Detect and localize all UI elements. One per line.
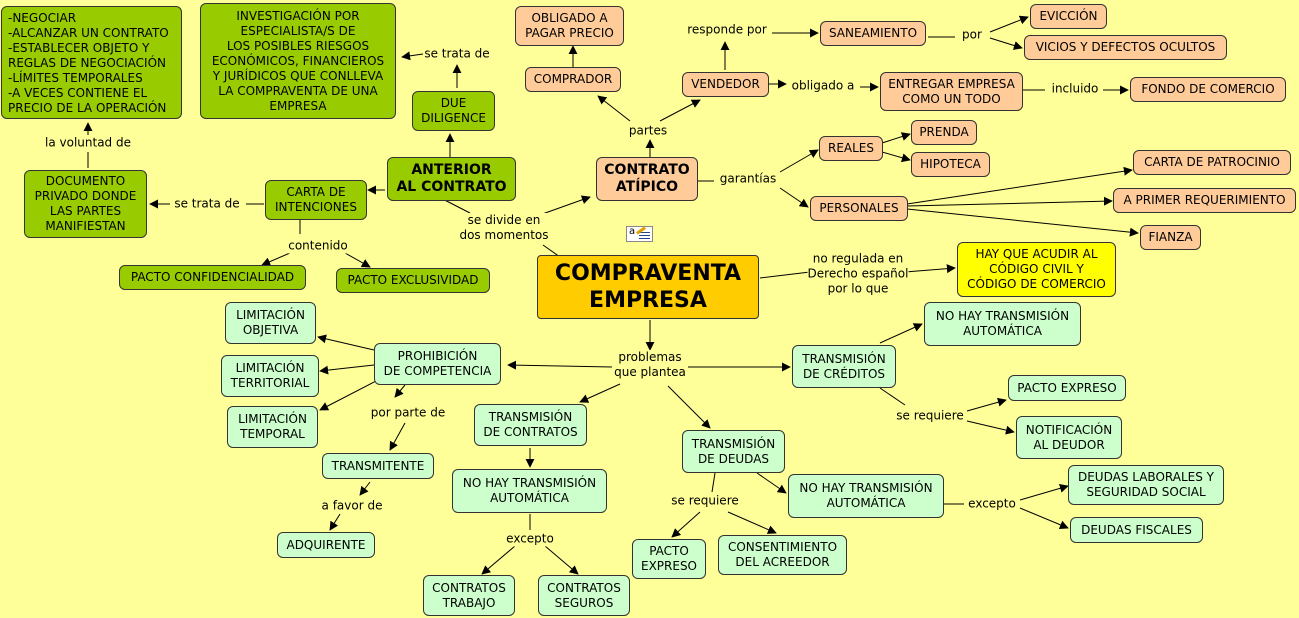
node-carta-patrocinio[interactable]: CARTA DE PATROCINIO [1133,150,1291,175]
link-label-se-requiere: se requiere [896,408,964,424]
node-no-transmision-contratos[interactable]: NO HAY TRANSMISIÓN AUTOMÁTICA [452,469,607,513]
node-consentimiento-acreedor[interactable]: CONSENTIMIENTO DEL ACREEDOR [718,535,847,575]
link-label-excepto: excepto [968,496,1016,512]
node-no-transmision-creditos[interactable]: NO HAY TRANSMISIÓN AUTOMÁTICA [924,302,1081,346]
node-no-transmision-deudas[interactable]: NO HAY TRANSMISIÓN AUTOMÁTICA [788,474,944,518]
node-prenda[interactable]: PRENDA [911,120,977,145]
link-label-se-requiere: se requiere [671,493,739,509]
node-obligado-pagar-precio[interactable]: OBLIGADO A PAGAR PRECIO [515,6,624,46]
node-transmision-deudas[interactable]: TRANSMISIÓN DE DEUDAS [682,430,785,473]
link-label-contenido: contenido [288,238,348,254]
link-label-responde-por: responde por [687,22,767,38]
node-documento-privado[interactable]: DOCUMENTO PRIVADO DONDE LAS PARTES MANIF… [24,170,147,238]
node-reales[interactable]: REALES [819,136,883,161]
node-limitacion-territorial[interactable]: LIMITACIÓN TERRITORIAL [221,355,319,397]
node-limitacion-temporal[interactable]: LIMITACIÓN TEMPORAL [227,406,318,448]
node-notificacion-deudor[interactable]: NOTIFICACIÓN AL DEUDOR [1016,416,1122,459]
link-label-no-regulada: no regulada en Derecho español por lo qu… [807,251,909,297]
node-fondo-comercio[interactable]: FONDO DE COMERCIO [1130,77,1286,102]
node-fianza[interactable]: FIANZA [1140,225,1201,250]
node-comprador[interactable]: COMPRADOR [525,67,621,92]
node-prohibicion-competencia[interactable]: PROHIBICIÓN DE COMPETENCIA [374,343,501,385]
node-negociar[interactable]: -NEGOCIAR -ALCANZAR UN CONTRATO -ESTABLE… [1,6,182,119]
link-label-por: por [962,27,982,43]
link-label-garantias: garantías [719,171,777,187]
node-due-diligence[interactable]: DUE DILIGENCE [412,91,495,131]
node-transmitente[interactable]: TRANSMITENTE [322,453,434,479]
node-pacto-expreso-creditos[interactable]: PACTO EXPRESO [1008,375,1126,401]
link-label-obligado-a: obligado a [791,78,855,94]
link-label-la-voluntad-de: la voluntad de [45,135,131,151]
link-label-se-trata-de: se trata de [174,196,240,212]
node-vendedor[interactable]: VENDEDOR [682,72,769,97]
node-contratos-seguros[interactable]: CONTRATOS SEGUROS [538,575,630,616]
node-deudas-laborales[interactable]: DEUDAS LABORALES Y SEGURIDAD SOCIAL [1068,465,1224,505]
node-carta-intenciones[interactable]: CARTA DE INTENCIONES [265,180,367,220]
link-label-a-favor-de: a favor de [321,498,383,514]
node-codigo-civil-comercio[interactable]: HAY QUE ACUDIR AL CÓDIGO CIVIL Y CÓDIGO … [957,242,1116,297]
node-transmision-creditos[interactable]: TRANSMISIÓN DE CRÉDITOS [792,345,896,388]
link-label-partes: partes [628,123,668,139]
node-contratos-trabajo[interactable]: CONTRATOS TRABAJO [423,575,515,616]
node-limitacion-objetiva[interactable]: LIMITACIÓN OBJETIVA [225,302,316,344]
link-label-incluido: incluido [1051,81,1099,97]
node-pacto-expreso-deudas[interactable]: PACTO EXPRESO [632,539,706,579]
node-transmision-contratos[interactable]: TRANSMISIÓN DE CONTRATOS [474,404,587,446]
node-deudas-fiscales[interactable]: DEUDAS FISCALES [1070,517,1203,543]
node-investigacion[interactable]: INVESTIGACIÓN POR ESPECIALISTA/S DE LOS … [200,3,396,119]
node-anterior-al-contrato[interactable]: ANTERIOR AL CONTRATO [387,157,516,201]
node-contrato-atipico[interactable]: CONTRATO ATÍPICO [596,157,698,201]
node-pacto-confidencialidad[interactable]: PACTO CONFIDENCIALIDAD [119,265,306,290]
node-hipoteca[interactable]: HIPOTECA [911,152,990,177]
node-vicios[interactable]: VICIOS Y DEFECTOS OCULTOS [1024,35,1227,60]
node-compraventa-empresa[interactable]: COMPRAVENTA EMPRESA [537,255,759,319]
node-saneamiento[interactable]: SANEAMIENTO [820,21,926,46]
edit-note-icon[interactable]: a [626,226,653,242]
link-label-se-divide: se divide en dos momentos [459,213,549,243]
link-label-problemas: problemas que plantea [614,350,686,380]
node-entregar-empresa[interactable]: ENTREGAR EMPRESA COMO UN TODO [880,72,1023,111]
link-label-se-trata-de: se trata de [424,46,490,62]
link-label-por-parte-de: por parte de [370,405,446,421]
node-pacto-exclusividad[interactable]: PACTO EXCLUSIVIDAD [336,268,490,293]
node-eviccion[interactable]: EVICCIÓN [1030,4,1107,29]
node-primer-requerimiento[interactable]: A PRIMER REQUERIMIENTO [1113,188,1296,213]
link-label-excepto: excepto [506,531,554,547]
node-personales[interactable]: PERSONALES [810,196,908,221]
node-adquirente[interactable]: ADQUIRENTE [277,532,375,558]
